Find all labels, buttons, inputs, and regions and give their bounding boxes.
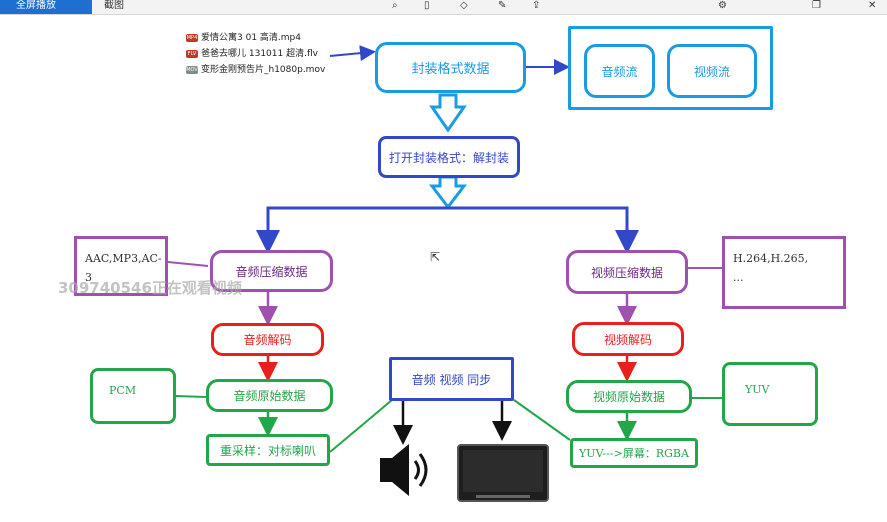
file-name: 爱情公寓3 01 高清.mp4 — [201, 33, 301, 43]
tab-label: 全屏播放 — [16, 0, 56, 11]
pin-icon[interactable]: ◇ — [460, 0, 468, 11]
share-icon[interactable]: ⇪ — [532, 0, 541, 11]
video-decode-label: 视频解码 — [603, 332, 652, 347]
audio-codec-line: AAC,MP3,AC-3 — [85, 252, 162, 284]
mov-file-icon: MOV — [186, 66, 198, 74]
video-codecs-box: H.264,H.265, ... — [722, 236, 846, 309]
audio-codecs-box: AAC,MP3,AC-3 — [74, 236, 168, 296]
video-stream-label: 视频流 — [693, 64, 730, 79]
audio-raw-box: 音频原始数据 — [206, 379, 333, 412]
down-arrow-icon — [429, 93, 467, 133]
down-arrow-icon — [428, 175, 468, 210]
audio-stream-label: 音频流 — [601, 64, 638, 79]
video-compressed-label: 视频压缩数据 — [590, 265, 663, 280]
resample-label: 重采样：对标喇叭 — [219, 443, 316, 458]
audio-decode-label: 音频解码 — [243, 333, 292, 347]
file-list: MP4 爱情公寓3 01 高清.mp4 FLV 爸爸去哪儿 131011 超清.… — [186, 30, 325, 78]
audio-raw-label: 音频原始数据 — [233, 389, 306, 403]
video-codec-line: H.264,H.265, — [733, 252, 809, 265]
speaker-icon — [380, 444, 428, 496]
viewer-watermark: 309740546正在观看视频 — [58, 279, 242, 297]
rgba-to-sync — [513, 399, 571, 441]
audio-compressed-box: 音频压缩数据 — [210, 250, 333, 292]
container-format-label: 封装格式数据 — [411, 62, 490, 77]
video-decode-box: 视频解码 — [572, 322, 684, 356]
audio-decode-box: 音频解码 — [211, 323, 324, 356]
fullscreen-play-tab[interactable]: 全屏播放 — [0, 0, 92, 14]
file-name: 爸爸去哪儿 131011 超清.flv — [201, 49, 318, 59]
split-branch-line — [266, 206, 629, 248]
video-compressed-box: 视频压缩数据 — [566, 250, 688, 294]
yuv-box: YUV — [722, 362, 818, 426]
yuv-to-rgba-box: YUV--->屏幕：RGBA — [570, 438, 698, 468]
mouse-cursor-icon: ⇱ — [430, 250, 441, 264]
mp4-file-icon: MP4 — [186, 34, 198, 42]
audio-compressed-label: 音频压缩数据 — [235, 264, 308, 279]
video-stream-box: 视频流 — [667, 44, 757, 98]
pcm-link — [175, 395, 207, 398]
yuv-label: YUV — [745, 383, 770, 396]
resample-to-sync — [329, 399, 393, 453]
search-icon[interactable]: ⌕ — [392, 0, 398, 11]
pcm-box: PCM — [90, 368, 176, 424]
av-sync-label: 音频 视频 同步 — [411, 372, 492, 387]
screenshot-tab[interactable]: 截图 — [104, 0, 124, 11]
av-sync-box: 音频 视频 同步 — [389, 357, 514, 401]
video-raw-label: 视频原始数据 — [592, 390, 665, 404]
list-item[interactable]: FLV 爸爸去哪儿 131011 超清.flv — [186, 46, 325, 62]
pcm-label: PCM — [109, 384, 137, 397]
resample-box: 重采样：对标喇叭 — [206, 434, 330, 466]
monitor-icon — [457, 444, 549, 502]
files-to-container-arrow — [329, 45, 376, 62]
video-raw-box: 视频原始数据 — [566, 380, 692, 413]
settings-icon[interactable]: ⚙ — [718, 0, 727, 11]
pen-icon[interactable]: ✎ — [498, 0, 507, 11]
demux-box: 打开封装格式：解封装 — [378, 136, 520, 178]
document-icon[interactable]: ▯ — [424, 0, 430, 11]
audio-stream-box: 音频流 — [584, 44, 655, 98]
container-format-box: 封装格式数据 — [375, 42, 526, 93]
audio-codec-link — [167, 261, 209, 267]
list-item[interactable]: MOV 变形金刚预告片_h1080p.mov — [186, 62, 325, 78]
yuv-to-rgba-label: YUV--->屏幕：RGBA — [579, 447, 689, 460]
video-codec-line: ... — [733, 271, 744, 284]
flv-file-icon: FLV — [186, 50, 198, 58]
close-icon[interactable]: ✕ — [868, 0, 877, 11]
copy-icon[interactable]: ❐ — [812, 0, 821, 11]
demux-label: 打开封装格式：解封装 — [388, 150, 509, 165]
list-item[interactable]: MP4 爱情公寓3 01 高清.mp4 — [186, 30, 325, 46]
top-toolbar: 全屏播放 截图 ⌕ ▯ ◇ ✎ ⇪ ⚙ ❐ ✕ — [0, 0, 887, 15]
file-name: 变形金刚预告片_h1080p.mov — [201, 65, 326, 75]
